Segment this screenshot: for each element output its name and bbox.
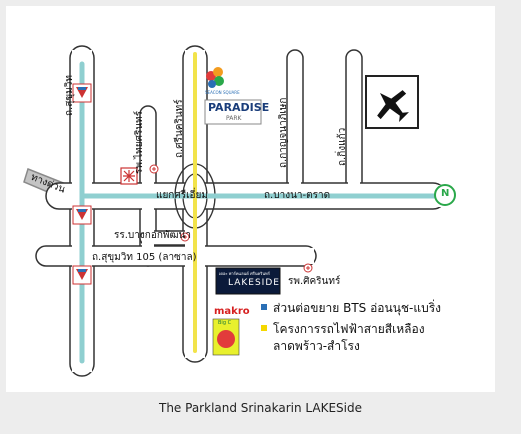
bts-station-icon: [72, 205, 92, 225]
bigc-label: Big C: [218, 320, 232, 326]
hospital-marker-icon: [303, 263, 313, 273]
legend-bts-swatch: [261, 304, 267, 310]
seacon-label: SEACON SQUARE: [205, 90, 240, 95]
paradise-logo: [204, 99, 262, 125]
paradise-sub-label: PARK: [226, 115, 242, 122]
school-label: รร.บางกอกพัฒนา: [114, 230, 191, 241]
map-canvas: [23, 45, 456, 377]
srinakarin-hospital-label: รพ.ศิครินทร์: [288, 276, 341, 287]
bangna-trad-label: ถ.บางนา-ตราด: [264, 190, 331, 201]
thai-srinakarin-label: รพ.ไทยศรินทร์: [134, 110, 145, 174]
project-top-label: เดอะ พาร์คแลนด์ ศรีนครินทร์: [219, 271, 270, 276]
hospital-cross-icon: [120, 167, 138, 185]
project-label: LAKESIDE: [228, 278, 280, 288]
hospital-marker-icon: [149, 164, 159, 174]
lakeside-box: [215, 267, 281, 295]
north-arrow-icon: [434, 184, 456, 206]
kanchanaphisek-label: ถ.กาญจนาภิเษก: [278, 97, 289, 168]
airport-icon: [365, 75, 419, 129]
sukhumvit-label: ถ.สุขุมวิท: [64, 75, 75, 116]
map-caption: The Parkland Srinakarin LAKESide: [159, 401, 362, 415]
srinakarin-label: ถ.ศรีนครินทร์: [174, 99, 185, 158]
paradise-label: PARADISE: [208, 101, 270, 114]
seacon-logo-icon: [206, 67, 224, 88]
sukhumvit-105-label: ถ.สุขุมวิท 105 (ลาซาล): [92, 252, 197, 263]
makro-label: makro: [214, 306, 250, 317]
legend-yellow-swatch: [261, 325, 267, 331]
legend-yellow-text: โครงการรถไฟฟ้าสายสีเหลือง: [273, 322, 425, 336]
srieam-label: แยกศรีเอี่ยม: [156, 190, 208, 201]
map-area: ถ.สุขุมวิท รพ.ไทยศรินทร์ ถ.ศรีนครินทร์ ถ…: [6, 6, 495, 392]
bts-station-icon: [72, 83, 92, 103]
school-marker-icon: [180, 232, 190, 242]
legend-bts-text: ส่วนต่อขยาย BTS อ่อนนุช-แบริ่ง: [273, 301, 442, 315]
legend-yellow-text-2: ลาดพร้าว-สำโรง: [273, 339, 360, 353]
bts-station-icon: [72, 265, 92, 285]
king-kaeo-label: ถ.กิ่งแก้ว: [337, 127, 348, 166]
north-label: N: [441, 188, 450, 199]
